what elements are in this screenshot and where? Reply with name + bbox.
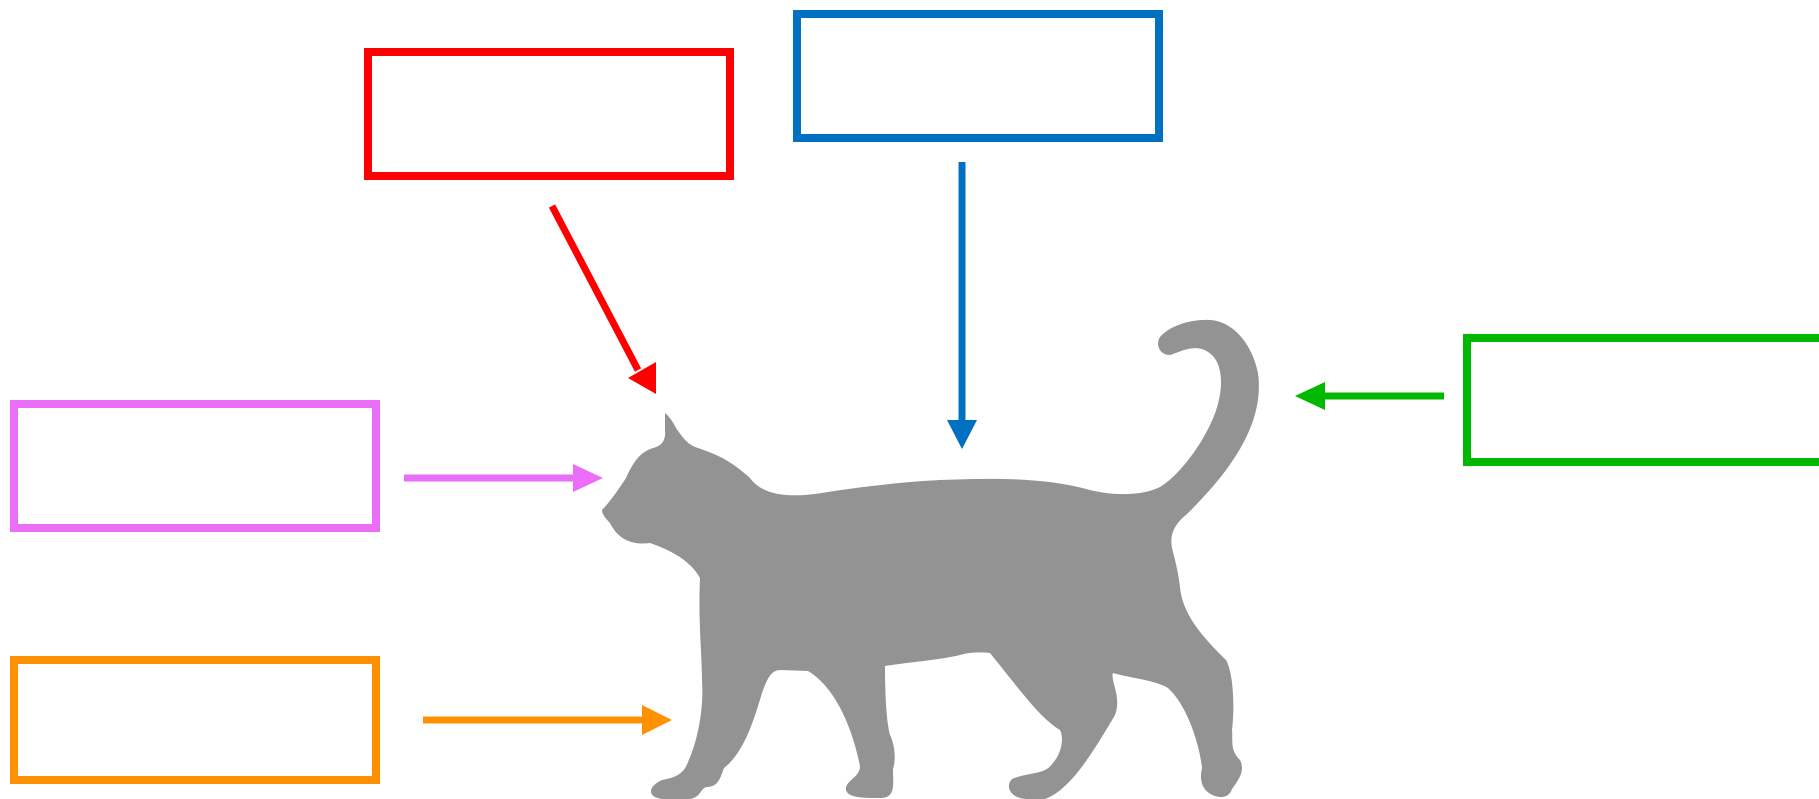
cat-silhouette xyxy=(602,319,1259,799)
callout-green xyxy=(1295,334,1819,466)
callout-orange xyxy=(10,656,672,784)
callout-blue-arrowhead xyxy=(947,420,977,449)
callout-blue xyxy=(793,10,1163,449)
callout-orange-box xyxy=(10,656,380,784)
callout-pink xyxy=(10,400,603,532)
callout-blue-box xyxy=(793,10,1163,142)
callout-red-box xyxy=(364,48,734,180)
callout-pink-arrowhead xyxy=(573,464,603,492)
callout-green-arrowhead xyxy=(1295,382,1325,410)
callout-red-arrow xyxy=(548,204,642,372)
callout-pink-box xyxy=(10,400,380,532)
callout-red xyxy=(364,48,734,394)
callout-orange-arrowhead xyxy=(642,705,672,735)
callout-green-box xyxy=(1463,334,1819,466)
callout-red-arrowhead xyxy=(628,362,656,394)
